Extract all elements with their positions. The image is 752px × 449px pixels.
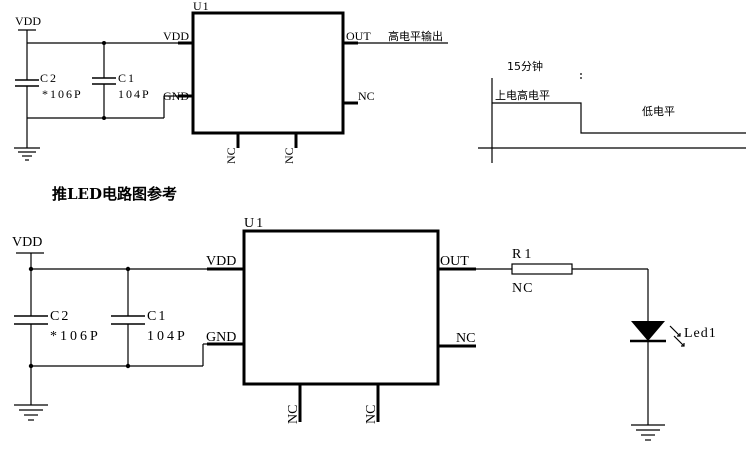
bottom-ground-symbol	[14, 404, 48, 421]
top-vdd-label: VDD	[15, 14, 41, 28]
top-pin-nc-right-label: NC	[358, 89, 375, 103]
top-pin-gnd-label: GND	[163, 89, 189, 103]
r1-ref: R1	[512, 247, 534, 262]
bottom-c2-value: *106P	[50, 329, 101, 344]
timing-high-label: 上电高电平	[495, 88, 550, 102]
led-emission-head-2	[681, 343, 685, 347]
top-circuit: VDD C2 *106P C1 104P U1	[14, 0, 448, 164]
bottom-pin-nc-bottom-right-label: NC	[364, 405, 379, 424]
timing-duration-label: 15分钟	[507, 59, 543, 73]
top-pin-nc-bottom-left-label: NC	[224, 147, 238, 164]
top-ic-body	[191, 11, 345, 135]
bottom-pin-gnd-label: GND	[206, 330, 236, 345]
led-ground-symbol	[631, 424, 665, 441]
top-pin-nc-bottom-right-label: NC	[282, 147, 296, 164]
timing-low-label: 低电平	[642, 105, 675, 118]
section-title: 推LED电路图参考	[52, 185, 177, 203]
bottom-pin-out-label: OUT	[440, 254, 469, 269]
bottom-pin-nc-right-label: NC	[456, 331, 475, 346]
top-c2-value: *106P	[42, 87, 83, 101]
top-pin-out-label: OUT	[346, 29, 371, 43]
led-emission-head-1	[677, 333, 681, 337]
led-symbol	[630, 321, 685, 347]
r1-value: NC	[512, 281, 533, 296]
top-ic-ref: U1	[193, 0, 210, 13]
bottom-vdd-label: VDD	[12, 235, 42, 250]
timing-waveform	[492, 102, 746, 134]
top-ground-symbol	[14, 147, 40, 161]
bottom-ic-body	[242, 229, 440, 386]
bottom-c1-value: 104P	[147, 329, 188, 344]
led-emission-arrow-2	[673, 335, 685, 347]
top-c1-ref: C1	[118, 71, 136, 85]
timing-diagram: 15分钟 上电高电平 低电平	[478, 59, 746, 163]
bottom-ic-ref: U1	[244, 216, 265, 231]
top-out-label: 高电平输出	[388, 29, 443, 43]
bottom-c2-ref: C2	[50, 309, 70, 324]
bottom-pin-vdd-label: VDD	[206, 254, 236, 269]
top-c2-ref: C2	[40, 71, 58, 85]
top-pin-vdd-label: VDD	[163, 29, 189, 43]
top-c1-value: 104P	[118, 87, 151, 101]
bottom-pin-nc-bottom-left-label: NC	[286, 405, 301, 424]
led-label: Led1	[684, 326, 717, 341]
bottom-c1-ref: C1	[147, 309, 167, 324]
bottom-circuit: VDD C2 *106P C1 104P	[12, 216, 717, 441]
led-emission-arrow-1	[669, 325, 681, 337]
led-triangle	[631, 321, 665, 341]
resistor-r1	[511, 263, 573, 275]
